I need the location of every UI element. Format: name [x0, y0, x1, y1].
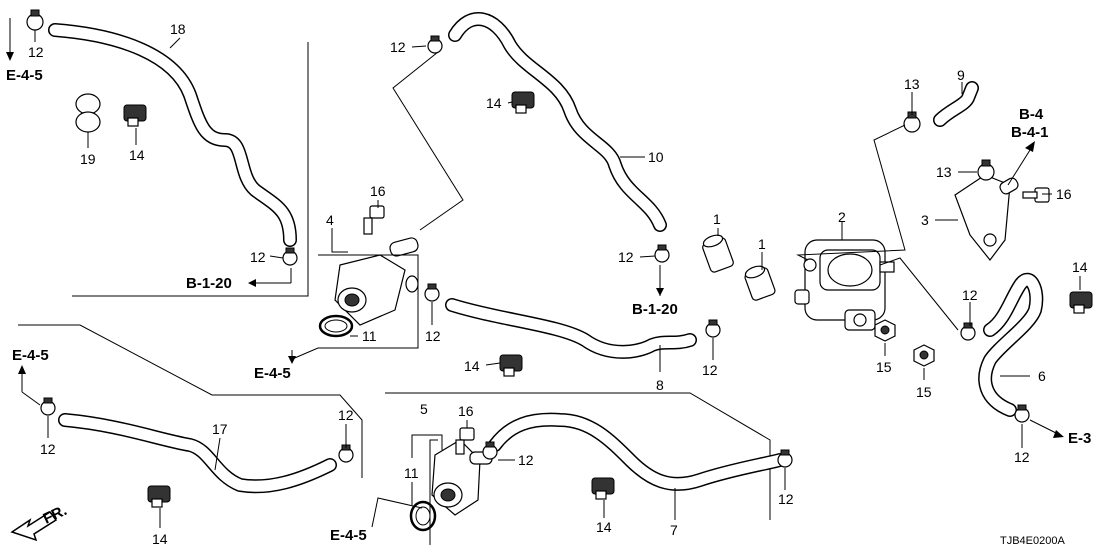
clip-14-f	[591, 477, 615, 500]
clip-19	[75, 93, 101, 133]
callout-6: 6	[1038, 368, 1046, 384]
callout-14: 14	[464, 358, 480, 374]
ref-e45-top-left: E-4-5	[6, 67, 43, 84]
callout-12: 12	[962, 287, 978, 303]
callout-11: 11	[362, 328, 377, 344]
callout-12: 12	[425, 328, 441, 344]
leader-lines	[34, 30, 1081, 528]
callout-9: 9	[957, 67, 965, 83]
clamp-12-b	[282, 247, 298, 266]
ref-b120-right: B-1-20	[632, 301, 678, 318]
ref-e45-bottom: E-4-5	[330, 527, 367, 544]
callout-2: 2	[838, 209, 846, 225]
ref-e45-left: E-4-5	[12, 347, 49, 364]
clip-14-c	[499, 354, 523, 377]
clamp-12-h	[1014, 404, 1030, 423]
clamp-group	[26, 9, 1030, 468]
callout-11: 11	[404, 465, 419, 481]
clip-14-b	[511, 91, 535, 114]
callout-8: 8	[656, 377, 664, 393]
callout-15: 15	[916, 384, 932, 400]
diagram-code: TJB4E0200A	[1000, 535, 1065, 547]
hose-10	[448, 12, 667, 232]
hose-17	[58, 413, 337, 494]
clamp-12-i	[40, 397, 56, 416]
callout-12: 12	[390, 39, 406, 55]
callout-16: 16	[1056, 186, 1072, 202]
callout-1: 1	[713, 211, 721, 227]
clip-14-a	[123, 104, 147, 127]
callout-7: 7	[670, 522, 678, 538]
callout-18: 18	[170, 21, 186, 37]
callout-14: 14	[596, 519, 612, 535]
callout-12: 12	[778, 491, 794, 507]
callout-16: 16	[458, 403, 474, 419]
ref-b41: B-4-1	[1011, 124, 1049, 141]
clip-14-e	[147, 485, 171, 508]
clamp-13-b	[977, 159, 995, 181]
hose-8	[445, 298, 697, 359]
clamp-12-d	[424, 283, 440, 302]
clamp-12-k	[482, 441, 498, 460]
clamp-12-c	[427, 35, 443, 54]
hose-7	[488, 412, 787, 491]
frame-lines	[18, 42, 771, 545]
callout-14: 14	[1072, 259, 1088, 275]
clamp-12-l	[777, 449, 793, 468]
callout-15: 15	[876, 359, 892, 375]
callout-12: 12	[618, 249, 634, 265]
callout-13: 13	[936, 164, 952, 180]
bolt-16-a	[363, 205, 385, 235]
callout-19: 19	[80, 151, 96, 167]
clamp-12-f	[705, 319, 721, 338]
clamp-12-a	[26, 9, 44, 31]
callout-14: 14	[152, 531, 168, 547]
water-outlet-5	[431, 439, 493, 516]
clip-14-d	[1069, 291, 1093, 314]
clamp-12-g	[960, 322, 976, 341]
callout-12: 12	[250, 249, 266, 265]
nut-15-b	[913, 344, 935, 367]
clamp-12-e	[654, 244, 670, 263]
bolt-16-b	[1022, 187, 1050, 203]
callout-13: 13	[904, 76, 920, 92]
hose-9	[933, 81, 979, 127]
callout-14: 14	[129, 147, 145, 163]
callout-16: 16	[370, 183, 386, 199]
valve-2	[794, 239, 895, 331]
ref-e45-mid: E-4-5	[254, 365, 291, 382]
front-arrow-label: FR.	[41, 502, 70, 528]
hose-18	[48, 23, 297, 247]
callout-10: 10	[648, 149, 664, 165]
ref-e3: E-3	[1068, 430, 1091, 447]
callout-12: 12	[40, 441, 56, 457]
callout-12: 12	[518, 452, 534, 468]
hose-6	[978, 272, 1044, 417]
hose-1-a	[702, 234, 734, 273]
callout-3: 3	[921, 212, 929, 228]
clip-group	[75, 91, 1093, 508]
callout-5: 5	[420, 401, 428, 417]
callout-12: 12	[702, 362, 718, 378]
bolt-16-c	[455, 427, 475, 455]
callout-14: 14	[486, 95, 502, 111]
ref-b4: B-4	[1019, 106, 1044, 123]
callout-4: 4	[326, 212, 334, 228]
o-ring-11-a	[318, 314, 354, 338]
callout-12: 12	[338, 407, 354, 423]
bracket-3	[954, 174, 1019, 261]
direction-arrows	[6, 18, 1064, 438]
nut-15-a	[874, 319, 896, 342]
water-outlet-4	[334, 237, 419, 326]
callout-12: 12	[28, 44, 44, 60]
callout-1: 1	[758, 236, 766, 252]
callout-12: 12	[1014, 449, 1030, 465]
ref-b120-left: B-1-20	[186, 275, 232, 292]
hose-1-b	[744, 265, 776, 301]
o-ring-11-b	[409, 500, 437, 532]
front-arrow-icon	[10, 510, 58, 542]
callout-17: 17	[212, 421, 228, 437]
